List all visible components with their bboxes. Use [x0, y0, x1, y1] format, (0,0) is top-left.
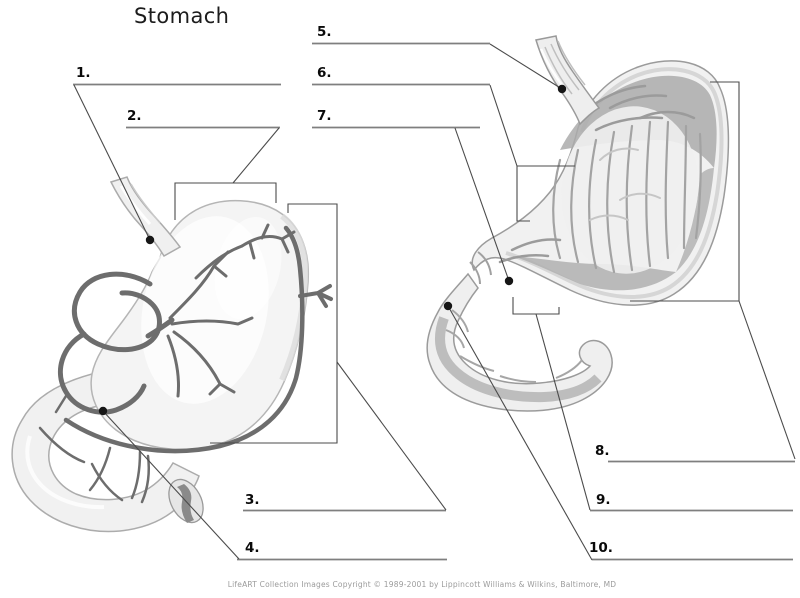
leader-line-6 — [489, 84, 518, 167]
stomach-exterior-figure — [11, 176, 333, 533]
page-title: Stomach — [134, 4, 230, 28]
copyright-text: LifeART Collection Images Copyright © 19… — [227, 580, 617, 589]
leader-dots — [98, 84, 567, 416]
interior-duodenum — [426, 272, 613, 412]
leader-line-2 — [232, 127, 280, 184]
gastric-arteries — [38, 223, 333, 504]
leader-line-8 — [738, 300, 796, 460]
label-7: 7. — [317, 108, 332, 124]
leader-line-9 — [535, 313, 591, 511]
stomach-interior-figure — [426, 35, 730, 412]
duodenum-folds — [445, 309, 583, 383]
fundus-folds — [498, 84, 696, 264]
leader-dot-7 — [504, 276, 514, 286]
label-4: 4. — [245, 540, 260, 556]
leader-line-5 — [489, 43, 563, 90]
leader-line-3 — [336, 361, 447, 511]
label-3: 3. — [245, 492, 260, 508]
leader-dot-5 — [557, 84, 567, 94]
leader-line-4 — [102, 410, 240, 560]
leader-line-10 — [447, 305, 593, 561]
bracket-label-2 — [174, 182, 277, 220]
bracket-label-8 — [630, 81, 740, 302]
bracket-label-3 — [210, 203, 338, 444]
label-6: 6. — [317, 65, 332, 81]
pylorus-folds — [469, 251, 492, 285]
answer-blanks — [73, 42, 795, 561]
label-9: 9. — [596, 492, 611, 508]
bracket-label-6 — [516, 165, 575, 222]
leader-lines — [73, 43, 796, 561]
label-1: 1. — [76, 65, 91, 81]
leader-dot-1 — [145, 235, 155, 245]
label-10: 10. — [589, 540, 613, 556]
exterior-duodenum — [11, 371, 200, 533]
leader-dot-4 — [98, 406, 108, 416]
label-5: 5. — [317, 24, 332, 40]
leader-line-7 — [454, 127, 510, 282]
annotation-layer — [73, 42, 796, 561]
leader-dot-10 — [443, 301, 453, 311]
label-2: 2. — [127, 108, 142, 124]
leader-line-1 — [73, 84, 151, 241]
bracket-label-9 — [512, 297, 560, 315]
label-8: 8. — [595, 443, 610, 459]
